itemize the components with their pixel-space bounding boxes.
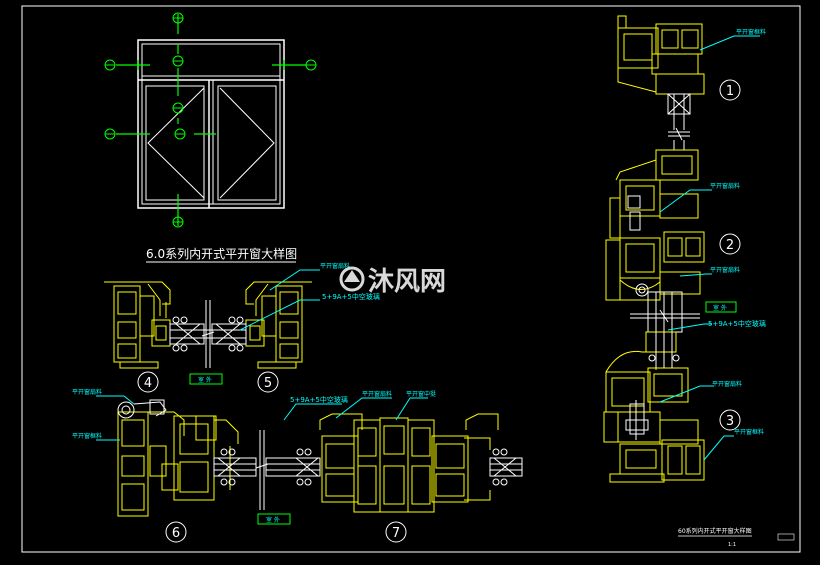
section-number-6: 6 [172,526,180,541]
section-6-profile [117,411,239,517]
tag-67-text: 室 外 [266,516,280,524]
label-bottom-2: 平开窗扇料 [362,390,392,398]
label-center-1: 平开窗扇料 [320,262,350,270]
section-number-4: 4 [144,376,152,391]
section-number-2: 2 [726,238,734,253]
main-title: 6.0系列内开式平开窗大样图 [146,246,297,261]
section-bubble-4 [137,371,159,393]
label-right-2: 平开窗扇料 [710,182,740,190]
tag-right-text: 室 外 [713,304,727,312]
label-left-2: 平开窗框料 [72,432,102,440]
section-number-3: 3 [726,414,734,429]
sash-left-opening [147,87,205,199]
window-outer-frame [137,39,285,209]
section-67-leaders [96,395,428,441]
section-3-hardware [625,400,649,440]
section-bubble-7 [385,521,407,543]
label-right-3: 平开窗扇料 [710,266,740,274]
sheet-border [21,5,801,553]
label-left-1: 平开窗扇料 [72,388,102,396]
section-bubble-3 [719,409,741,431]
window-elevation: 6.0系列内开式平开窗大样图 [104,12,317,263]
label-center-2: 5+9A+5中空玻璃 [322,292,380,301]
section-1-glass [667,93,691,150]
sheet-scale: 1:1 [728,542,736,548]
section-3-profile [603,331,705,483]
section-1-profile [617,15,705,95]
section-45-glass [169,300,247,368]
label-right-6: 平开窗框料 [734,428,764,436]
sash-right [217,85,277,201]
section-7-profile [319,413,499,513]
watermark-logo-mark [344,270,360,282]
sash-right-opening [219,87,275,199]
sash-left [145,85,205,201]
section-7-glass [489,448,523,486]
section-2-profile [605,149,705,301]
axis-bubbles [104,12,317,228]
sheet-title: 60系列内开式平开窗大样图 [678,527,752,535]
section-2-hardware [627,195,649,297]
section-bubble-1 [719,79,741,101]
section-6-hardware [117,399,167,419]
tag-45 [189,373,223,385]
section-bubble-2 [719,233,741,255]
label-right-5: 平开窗扇料 [712,380,742,388]
sections-6-7: 平开窗扇料 平开窗框料 5+9A+5中空玻璃 平开窗扇料 平开窗中挺 室 外 6… [72,388,523,543]
label-bottom-1: 5+9A+5中空玻璃 [290,395,348,404]
section-45-leaders [239,269,320,331]
vertical-leaders [659,35,760,461]
watermark-text: 沐风网 [368,266,446,296]
section-45-gaskets [172,316,244,352]
section-5-profile [245,281,312,369]
tag-67 [257,513,291,525]
vertical-sections: 平开窗框料 平开窗扇料 平开窗扇料 5+9A+5中空玻璃 平开窗扇料 平开窗框料… [603,15,766,483]
section-3-glass [648,332,680,368]
section-6-glass [213,430,321,510]
section-number-1: 1 [726,84,734,99]
watermark-logo [339,266,365,292]
window-inner-frame [141,43,281,205]
label-bottom-3: 平开窗中挺 [406,390,436,398]
section-number-5: 5 [264,376,272,391]
axis-lines [116,14,306,226]
section-4-profile [104,281,171,369]
tag-right [705,301,737,313]
label-right-1: 平开窗框料 [736,28,766,36]
section-number-7: 7 [392,526,400,541]
sections-4-5: 平开窗扇料 5+9A+5中空玻璃 室 外 4 5 [104,262,380,393]
watermark: 沐风网 [339,266,446,296]
label-right-4: 5+9A+5中空玻璃 [708,319,766,328]
tag-45-text: 室 外 [198,376,212,384]
corner-stamp [777,533,795,541]
section-bubble-5 [257,371,279,393]
section-bubble-6 [165,521,187,543]
